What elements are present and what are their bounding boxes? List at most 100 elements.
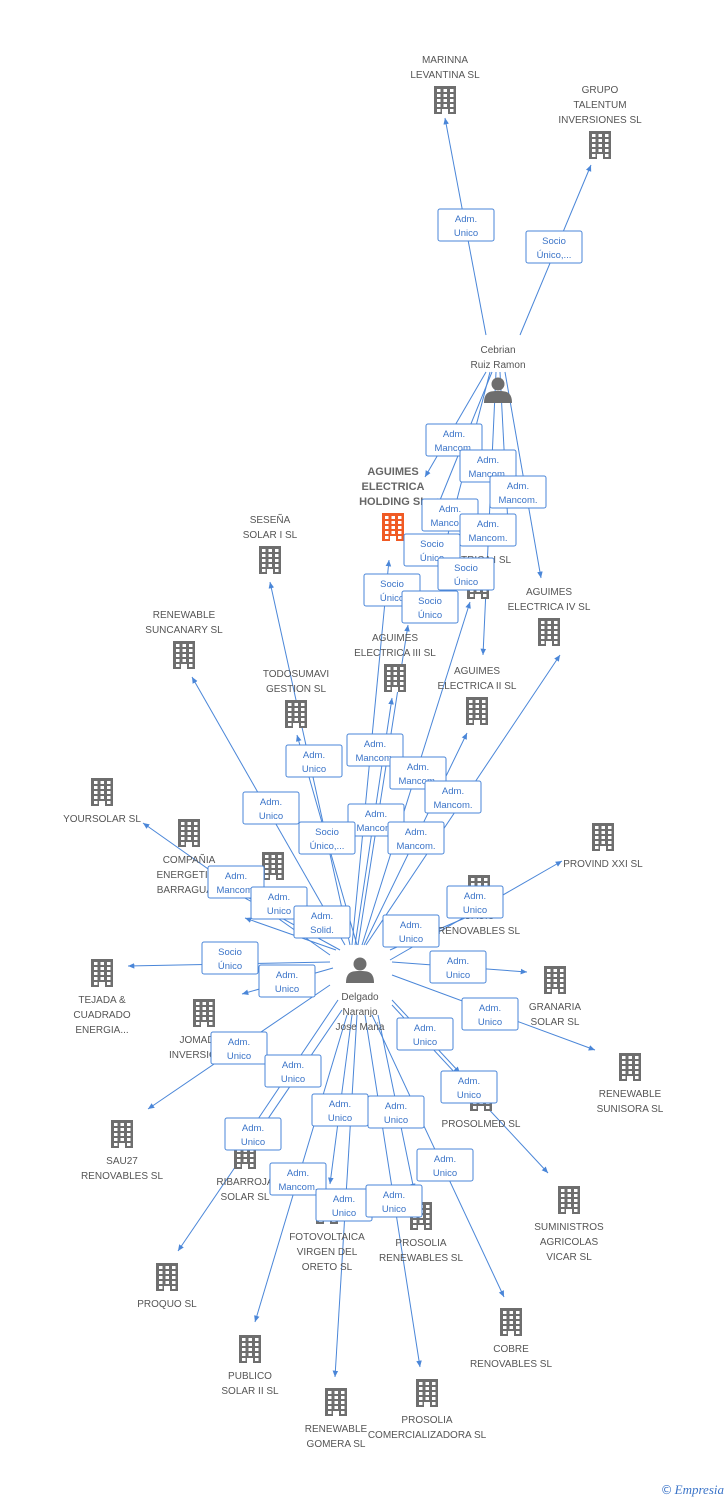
node-label: GESTION SL <box>266 684 326 695</box>
edge-label-16[interactable]: Adm. Unico <box>285 744 343 778</box>
edge-label-18[interactable]: SocioÚnico,... <box>298 821 356 855</box>
building-icon <box>382 513 404 541</box>
node-label: PROSOLMED SL <box>442 1119 521 1130</box>
node-label: RENEWABLES SL <box>379 1253 464 1264</box>
building-icon <box>193 999 215 1027</box>
building-icon <box>434 86 456 114</box>
edge-label-32[interactable]: Adm.Unico <box>224 1117 282 1151</box>
node-yoursolar[interactable]: YOURSOLAR SL <box>63 778 141 825</box>
edge-label-0[interactable]: Adm.Unico <box>437 208 495 242</box>
edge-label-11[interactable]: Adm.Mancom. <box>346 733 404 767</box>
node-label: Naranjo <box>342 1007 377 1018</box>
edge-label-text: Adm. <box>455 214 477 225</box>
node-provind[interactable]: PROVIND XXI SL <box>563 823 643 870</box>
edge-label-24[interactable]: Adm.Unico <box>382 914 440 948</box>
building-icon <box>544 966 566 994</box>
edge-label-text: Adm. <box>333 1194 355 1205</box>
node-label: CUADRADO <box>73 1010 130 1021</box>
edge-label-text: Socio <box>454 563 478 574</box>
node-label: COMPAÑIA <box>163 853 216 866</box>
edge-label-text: Socio <box>315 827 339 838</box>
edge-label-text: Socio <box>418 596 442 607</box>
edge-label-1[interactable]: SocioÚnico,... <box>525 230 583 264</box>
edge-label-20[interactable]: Adm.Unico <box>250 886 308 920</box>
node-tejada[interactable]: TEJADA &CUADRADOENERGIA... <box>73 959 131 1036</box>
edge-label-text: Unico <box>302 764 326 775</box>
node-label: PROSOLIA <box>395 1238 446 1249</box>
edge-label-36[interactable]: Adm.Unico <box>315 1188 373 1222</box>
edge-label-19[interactable]: Adm.Mancom. <box>207 865 265 899</box>
node-compania[interactable]: COMPAÑIAENERGETICABARRAGUA... <box>156 819 222 896</box>
node-label: LEVANTINA SL <box>410 70 480 81</box>
node-label: AGUIMES <box>526 587 572 598</box>
edge-label-17[interactable]: Adm.Unico <box>242 791 300 825</box>
edge-label-37[interactable]: Adm.Unico <box>365 1184 423 1218</box>
node-label: TEJADA & <box>78 995 126 1006</box>
node-label: ORETO SL <box>302 1262 353 1273</box>
building-icon <box>538 618 560 646</box>
edge-label-26[interactable]: Adm.Unico <box>429 950 487 984</box>
node-label: AGUIMES <box>372 633 418 644</box>
edge-label-28[interactable]: Adm.Unico <box>396 1017 454 1051</box>
edge-label-4[interactable]: Adm.Mancom. <box>489 475 547 509</box>
edge-label-text: Adm. <box>225 871 247 882</box>
edge-label-text: Adm. <box>303 750 325 761</box>
edge-label-2[interactable]: Adm.Mancom. <box>425 423 483 457</box>
node-label: Cebrian <box>480 345 515 356</box>
edge-label-text: Socio <box>218 947 242 958</box>
edge-label-33[interactable]: Adm.Unico <box>311 1093 369 1127</box>
node-label: AGUIMES <box>367 466 418 478</box>
building-icon <box>416 1379 438 1407</box>
edge-label-35[interactable]: Adm.Mancom. <box>269 1162 327 1196</box>
edge-label-text: Unico <box>463 905 487 916</box>
edge-label-29[interactable]: Adm.Unico <box>440 1070 498 1104</box>
edge-label-34[interactable]: Adm.Unico <box>367 1095 425 1129</box>
node-label: ENERGETICA <box>156 870 221 881</box>
node-label: COMERCIALIZADORA SL <box>368 1430 487 1441</box>
edge-line-18 <box>244 917 337 951</box>
edge-label-27[interactable]: Adm.Unico <box>461 997 519 1031</box>
edge-label-text: Único <box>218 961 242 972</box>
edge-label-31[interactable]: Adm.Unico <box>264 1054 322 1088</box>
edge-label-23[interactable]: Adm.Unico <box>258 964 316 998</box>
edge-label-21[interactable]: Adm.Solid. <box>293 905 351 939</box>
node-jomaden[interactable]: JOMADENINVERSIONE... <box>169 999 239 1061</box>
edge-label-25[interactable]: Adm.Unico <box>446 885 504 919</box>
building-icon <box>91 778 113 806</box>
node-label: Ruiz Ramon <box>470 360 525 371</box>
edge-label-text: Unico <box>328 1113 352 1124</box>
edge-label-30[interactable]: Adm.Unico <box>210 1031 268 1065</box>
edge-label-13[interactable]: Adm.Mancom. <box>424 780 482 814</box>
node-label: AGRICOLAS <box>540 1237 599 1248</box>
edge-label-3[interactable]: Adm.Mancom. <box>459 449 517 483</box>
edge-label-text: Socio <box>542 236 566 247</box>
edge-label-38[interactable]: Adm.Unico <box>416 1148 474 1182</box>
edge-label-6[interactable]: Adm.Mancom. <box>459 513 517 547</box>
node-proquo[interactable]: PROQUO SL <box>137 1263 197 1310</box>
edge-label-15[interactable]: Adm.Mancom. <box>387 821 445 855</box>
edge-label-text: Adm. <box>282 1060 304 1071</box>
